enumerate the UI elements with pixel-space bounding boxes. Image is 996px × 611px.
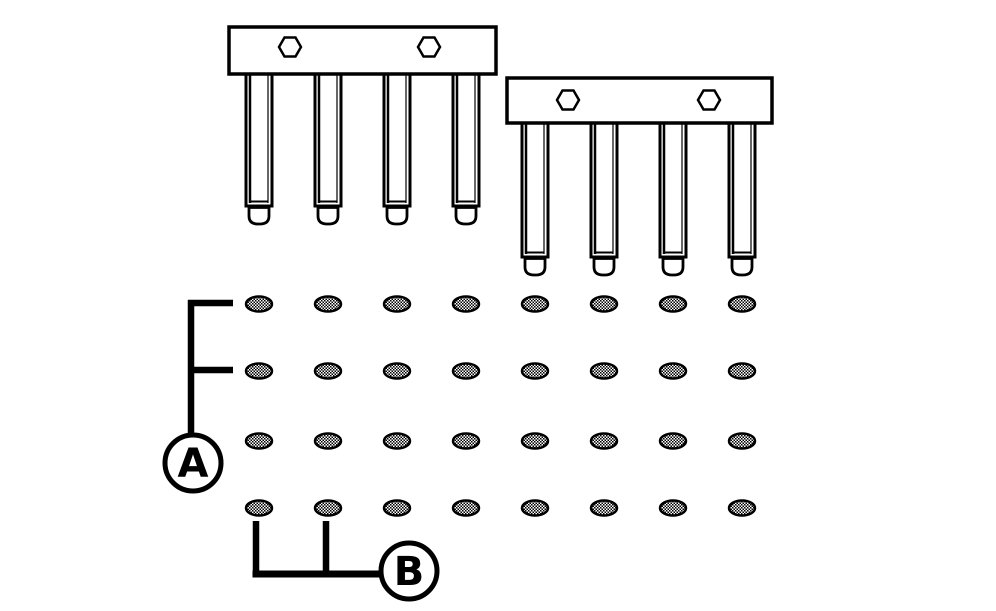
well-hole bbox=[589, 295, 619, 313]
well-hole bbox=[244, 432, 274, 450]
well-hole bbox=[658, 499, 688, 517]
well-hole bbox=[451, 362, 481, 380]
well-hole bbox=[520, 295, 550, 313]
hex-bolt-icon bbox=[555, 89, 581, 111]
comb-tooth bbox=[244, 70, 274, 226]
comb-tooth-tip bbox=[523, 257, 547, 277]
callout-a-circle bbox=[162, 432, 224, 494]
well-hole bbox=[589, 499, 619, 517]
comb-tooth-tip bbox=[316, 206, 340, 226]
well-hole bbox=[589, 432, 619, 450]
well-hole bbox=[520, 499, 550, 517]
comb-tooth-tip bbox=[247, 206, 271, 226]
well-hole bbox=[520, 432, 550, 450]
well-hole bbox=[658, 295, 688, 313]
well-hole bbox=[313, 499, 343, 517]
comb-tooth bbox=[658, 119, 688, 277]
well-hole bbox=[382, 362, 412, 380]
well-hole bbox=[244, 499, 274, 517]
well-hole bbox=[520, 362, 550, 380]
well-hole bbox=[451, 295, 481, 313]
comb-tooth-tip bbox=[661, 257, 685, 277]
well-hole bbox=[382, 432, 412, 450]
well-hole bbox=[451, 432, 481, 450]
well-hole bbox=[658, 432, 688, 450]
hex-bolt-icon bbox=[696, 89, 722, 111]
callout-b: B bbox=[252, 521, 440, 602]
well-hole bbox=[589, 362, 619, 380]
well-hole bbox=[382, 295, 412, 313]
well-hole bbox=[382, 499, 412, 517]
comb-bar bbox=[505, 76, 774, 125]
well-hole bbox=[313, 362, 343, 380]
comb-tooth bbox=[589, 119, 619, 277]
hex-bolt-icon bbox=[277, 36, 303, 58]
comb-tooth-tip bbox=[592, 257, 616, 277]
well-hole bbox=[727, 432, 757, 450]
comb-bar bbox=[227, 25, 498, 76]
callout-a: A bbox=[162, 299, 233, 494]
well-hole bbox=[727, 295, 757, 313]
well-hole bbox=[313, 432, 343, 450]
well-hole bbox=[244, 295, 274, 313]
callout-a-label: A bbox=[178, 441, 209, 487]
well-hole bbox=[244, 362, 274, 380]
callout-b-circle bbox=[378, 540, 440, 602]
comb-tooth-tip bbox=[730, 257, 754, 277]
comb-tooth bbox=[451, 70, 481, 226]
well-hole bbox=[451, 499, 481, 517]
comb-tooth bbox=[313, 70, 343, 226]
left-comb bbox=[227, 25, 498, 226]
right-comb bbox=[505, 76, 774, 277]
comb-tooth-tip bbox=[454, 206, 478, 226]
well-hole bbox=[658, 362, 688, 380]
well-hole bbox=[727, 362, 757, 380]
comb-tooth-tip bbox=[385, 206, 409, 226]
comb-tooth bbox=[382, 70, 412, 226]
hex-bolt-icon bbox=[416, 36, 442, 58]
well-hole bbox=[313, 295, 343, 313]
callout-b-label: B bbox=[394, 549, 425, 595]
hole-grid bbox=[244, 295, 757, 517]
comb-tooth bbox=[520, 119, 550, 277]
comb-tooth bbox=[727, 119, 757, 277]
well-hole bbox=[727, 499, 757, 517]
